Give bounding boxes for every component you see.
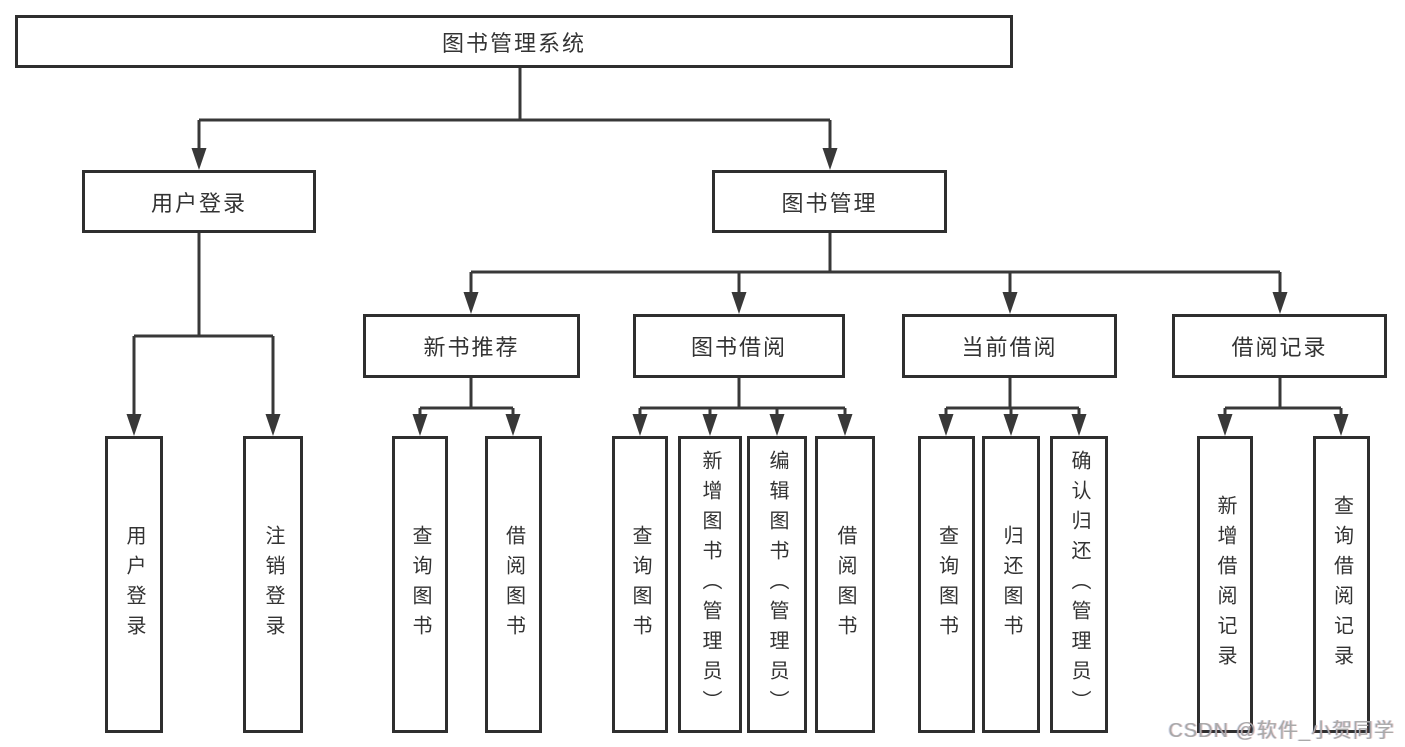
connector-current-borrow-children	[938, 378, 1087, 436]
leaf-query-book-current-label: 查询图书	[935, 524, 958, 645]
connector-root-to-level2	[191, 68, 838, 170]
connector-book-management-children	[463, 233, 1288, 314]
node-new-book-recommend: 新书推荐	[363, 314, 580, 378]
connector-borrow-record-children	[1217, 378, 1349, 436]
leaf-return-book: 归还图书	[982, 436, 1040, 733]
leaf-query-book-recommend: 查询图书	[392, 436, 448, 733]
node-library-system-label: 图书管理系统	[441, 30, 586, 56]
leaf-query-book-borrow: 查询图书	[612, 436, 668, 733]
node-library-system: 图书管理系统	[15, 15, 1013, 68]
node-book-borrow-label: 图书借阅	[690, 335, 787, 360]
leaf-add-borrow-record: 新增借阅记录	[1197, 436, 1253, 733]
node-current-borrow-label: 当前借阅	[961, 335, 1058, 360]
leaf-query-book-current: 查询图书	[918, 436, 975, 733]
connector-new-book-children	[412, 378, 521, 436]
leaf-add-borrow-record-label: 新增借阅记录	[1214, 494, 1236, 675]
leaf-logout: 注销登录	[243, 436, 303, 733]
connector-book-borrow-children	[632, 378, 853, 436]
leaf-edit-book-admin-label: 编辑图书（管理员）	[766, 449, 788, 720]
node-borrow-record: 借阅记录	[1172, 314, 1387, 378]
leaf-confirm-return-admin: 确认归还（管理员）	[1050, 436, 1108, 733]
leaf-logout-label: 注销登录	[262, 524, 284, 645]
leaf-query-borrow-record-label: 查询借阅记录	[1330, 494, 1353, 675]
node-book-borrow: 图书借阅	[633, 314, 845, 378]
connector-user-login-children	[126, 233, 281, 436]
leaf-borrow-book-recommend: 借阅图书	[485, 436, 542, 733]
node-user-login-label: 用户登录	[150, 190, 247, 216]
leaf-query-book-recommend-label: 查询图书	[409, 524, 431, 645]
leaf-edit-book-admin: 编辑图书（管理员）	[747, 436, 807, 733]
leaf-add-book-admin-label: 新增图书（管理员）	[699, 449, 721, 720]
leaf-add-book-admin: 新增图书（管理员）	[678, 436, 742, 733]
leaf-borrow-book-recommend-label: 借阅图书	[502, 524, 525, 645]
leaf-borrow-book-label: 借阅图书	[834, 524, 856, 645]
node-current-borrow: 当前借阅	[902, 314, 1117, 378]
node-borrow-record-label: 借阅记录	[1231, 335, 1328, 360]
leaf-borrow-book: 借阅图书	[815, 436, 875, 733]
node-book-management-label: 图书管理	[781, 190, 878, 216]
leaf-query-book-borrow-label: 查询图书	[629, 524, 651, 645]
node-new-book-recommend-label: 新书推荐	[423, 335, 520, 360]
leaf-return-book-label: 归还图书	[1000, 524, 1022, 645]
node-user-login: 用户登录	[82, 170, 316, 233]
leaf-confirm-return-admin-label: 确认归还（管理员）	[1068, 449, 1090, 720]
leaf-query-borrow-record: 查询借阅记录	[1313, 436, 1370, 733]
leaf-user-login: 用户登录	[105, 436, 163, 733]
leaf-user-login-label: 用户登录	[123, 524, 145, 645]
node-book-management: 图书管理	[712, 170, 947, 233]
